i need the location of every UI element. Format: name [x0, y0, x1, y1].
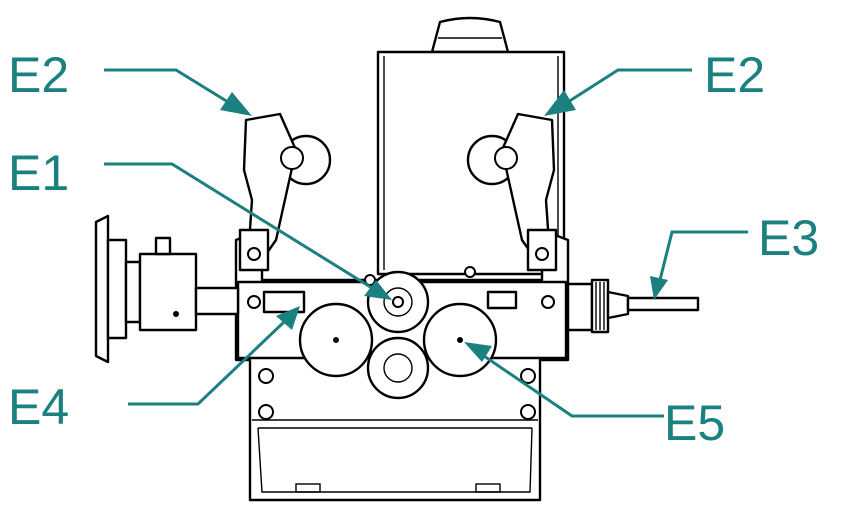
arrowhead-icon — [220, 92, 252, 116]
arrowhead-icon — [544, 90, 576, 116]
arrowhead-icon — [364, 280, 392, 300]
arrowhead-icon — [650, 276, 668, 300]
leader-line — [128, 320, 286, 406]
callout-label-e2-right: E2 — [704, 47, 765, 103]
leader-line — [104, 162, 373, 290]
right-pressure-arm — [466, 112, 558, 272]
leader-line — [104, 68, 229, 104]
leader-line — [483, 354, 664, 418]
callout-label-e4: E4 — [8, 379, 69, 435]
callout-e2-right: E2 — [544, 47, 765, 116]
wire-guide — [262, 290, 518, 314]
leader-line — [567, 68, 692, 104]
arrowhead-icon — [464, 342, 492, 362]
callout-e1: E1 — [8, 145, 392, 300]
callout-label-e1: E1 — [8, 145, 69, 201]
callout-label-e3: E3 — [758, 210, 819, 266]
drive-rollers — [298, 270, 498, 400]
arrowhead-icon — [276, 306, 300, 330]
callout-e4: E4 — [8, 306, 300, 435]
left-pressure-arm — [238, 112, 332, 272]
callout-e3: E3 — [650, 210, 819, 300]
callout-e2-left: E2 — [8, 47, 252, 116]
callout-label-e2-left: E2 — [8, 47, 69, 103]
torch-connector — [94, 214, 240, 364]
callout-e5: E5 — [464, 342, 725, 451]
leader-line — [658, 230, 748, 281]
callout-label-e5: E5 — [664, 395, 725, 451]
outlet-fitting — [566, 278, 700, 334]
